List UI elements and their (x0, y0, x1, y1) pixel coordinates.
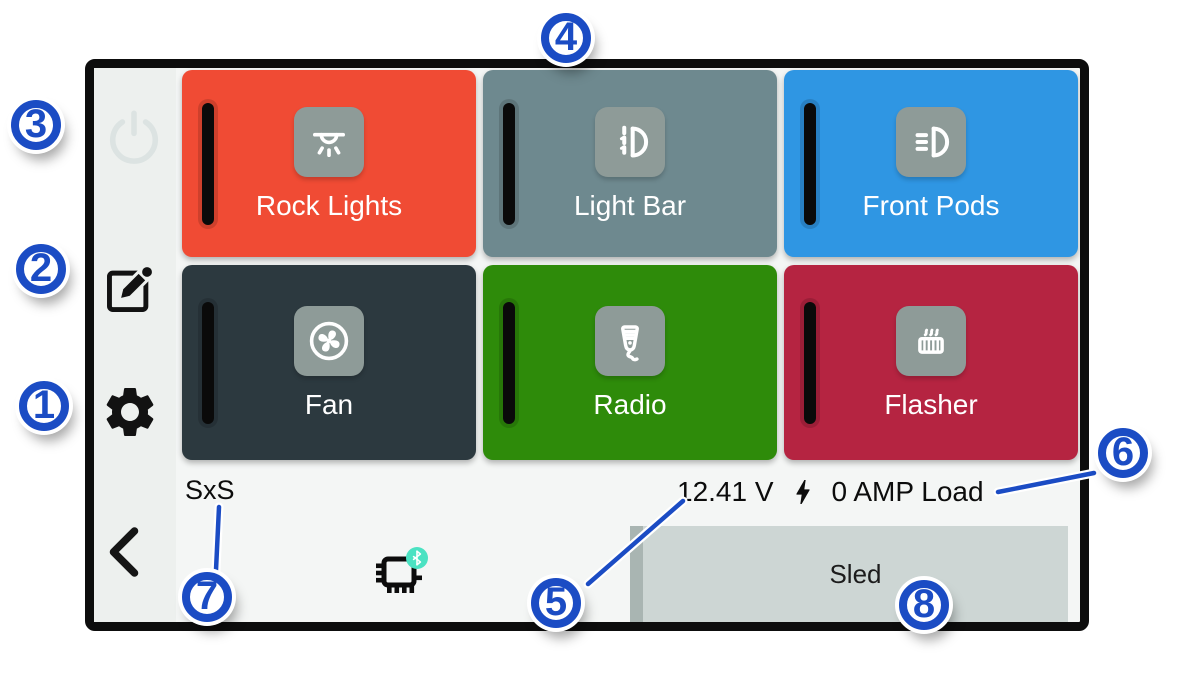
sidebar (94, 68, 176, 622)
power-button[interactable] (105, 108, 163, 166)
device-frame: Rock Lights Light Bar (85, 59, 1089, 631)
switch-flasher[interactable]: Flasher (784, 265, 1078, 460)
back-button[interactable] (103, 524, 145, 580)
edit-icon (107, 265, 154, 312)
switch-front-pods[interactable]: Front Pods (784, 70, 1078, 257)
tab-label: Sled (829, 558, 882, 589)
edit-switches-button[interactable] (102, 261, 158, 317)
fan-icon (309, 321, 349, 361)
switch-radio[interactable]: Radio (483, 265, 777, 460)
radio-icon (621, 325, 639, 362)
callout-8: 8 (899, 580, 949, 630)
settings-gear-icon (106, 388, 154, 436)
switch-label: Rock Lights (255, 190, 403, 221)
switch-light-bar[interactable]: Light Bar (483, 70, 777, 257)
toggle-bar (804, 102, 816, 225)
toggle-bar (804, 301, 816, 424)
tab-scrollbar[interactable] (630, 526, 643, 622)
voltage-value: 12.41 V (677, 476, 774, 507)
switch-label: Light Bar (573, 190, 687, 221)
switch-label: Radio (593, 389, 667, 420)
tab-sled[interactable]: Sled (643, 526, 1068, 622)
callout-1: 1 (19, 381, 69, 431)
toggle-bar (503, 102, 515, 225)
toggle-bar (202, 102, 214, 225)
front-pods-icon (915, 126, 950, 158)
callout-6: 6 (1098, 428, 1148, 478)
switch-label: Fan (304, 389, 354, 420)
switch-label: Front Pods (862, 190, 1000, 221)
powerswitch-chip-status (370, 547, 434, 608)
callout-5: 5 (531, 578, 581, 628)
powerswitch-chip-icon (376, 547, 428, 593)
light-bar-icon (619, 125, 649, 159)
callout-4: 4 (541, 13, 591, 63)
amp-load-value: 0 AMP Load (831, 476, 984, 507)
switch-rock-lights[interactable]: Rock Lights (182, 70, 476, 257)
switch-label: Flasher (884, 389, 978, 420)
lightning-icon (795, 480, 810, 504)
back-chevron-icon (109, 527, 139, 577)
flasher-icon (918, 328, 944, 354)
app-screen: Rock Lights Light Bar (94, 68, 1080, 622)
callout-3: 3 (11, 100, 61, 150)
switch-fan[interactable]: Fan (182, 265, 476, 460)
toggle-bar (202, 301, 214, 424)
toggle-bar (503, 301, 515, 424)
power-status-row: 12.41 V 0 AMP Load (677, 472, 984, 512)
device-name-label: SxS (185, 475, 235, 505)
settings-button[interactable] (100, 382, 160, 442)
power-icon (110, 110, 158, 164)
callout-2: 2 (16, 244, 66, 294)
rock-lights-icon (312, 132, 346, 158)
callout-7: 7 (182, 572, 232, 622)
